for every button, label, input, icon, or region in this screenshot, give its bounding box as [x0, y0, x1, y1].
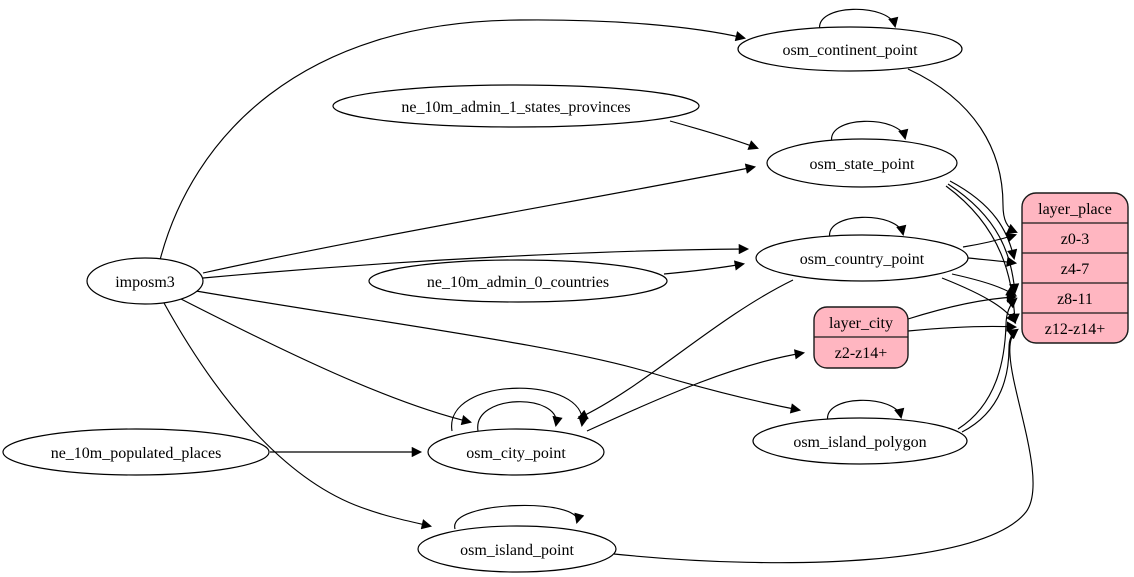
- edge-ne-states-provinces-to-osm-state-point: [669, 120, 759, 150]
- layer-city-row-z2-z14: z2-z14+: [835, 345, 888, 362]
- edge-osm-country-point-to-layer-place-z12: [941, 277, 1017, 324]
- osm-island-point-ellipse: [417, 525, 617, 573]
- edge-imposm3-to-osm-city-point: [180, 298, 473, 426]
- layer-place-box: [1021, 192, 1129, 344]
- edge-osm-continent-point-to-layer-place-z0-3: [907, 68, 1018, 234]
- edge-osm-country-point-to-layer-place-z8-11: [951, 273, 1017, 297]
- node-layer-city: layer_city z2-z14+: [813, 306, 909, 369]
- edge-osm-country-point-to-layer-place-z0-3: [962, 232, 1017, 248]
- edge-imposm3-to-osm-state-point: [202, 163, 757, 274]
- ne-populated-label: ne_10m_populated_places: [51, 445, 222, 462]
- edge-osm-state-point-to-layer-place-z4-7: [949, 180, 1018, 261]
- osm-city-point-label: osm_city_point: [466, 445, 566, 462]
- osm-country-point-ellipse: [755, 234, 969, 282]
- edge-layer-city-to-layer-place-z8-11: [907, 292, 1018, 320]
- osm-island-polygon-ellipse: [752, 417, 968, 465]
- ne-countries-label: ne_10m_admin_0_countries: [427, 274, 609, 291]
- node-ne-10m-admin-0-countries: ne_10m_admin_0_countries: [368, 259, 668, 303]
- edge-group: [159, 8, 1034, 564]
- ne-countries-ellipse: [368, 259, 668, 303]
- edge-imposm3-to-osm-island-point: [163, 302, 433, 530]
- ne-populated-ellipse: [2, 428, 270, 476]
- edge-osm-city-point-to-layer-city-z2: [586, 349, 806, 432]
- imposm3-ellipse: [86, 257, 204, 305]
- self-loop-osm-island-point: [454, 504, 585, 530]
- node-layer-place: layer_place z0-3 z4-7 z8-11 z12-z14+: [1021, 192, 1129, 344]
- self-loop-osm-continent-point: [819, 8, 899, 32]
- imposm3-label: imposm3: [115, 274, 175, 291]
- edge-imposm3-to-osm-continent-point: [159, 19, 747, 261]
- node-ne-10m-populated-places: ne_10m_populated_places: [2, 428, 270, 476]
- osm-island-point-label: osm_island_point: [460, 542, 574, 559]
- edge-imposm3-to-osm-country-point: [202, 243, 750, 279]
- node-osm-island-point: osm_island_point: [417, 525, 617, 573]
- osm-continent-point-ellipse: [737, 26, 963, 72]
- edge-ne-countries-to-osm-country-point: [663, 260, 746, 275]
- node-osm-continent-point: osm_continent_point: [737, 26, 963, 72]
- osm-state-point-label: osm_state_point: [810, 156, 915, 173]
- node-osm-country-point: osm_country_point: [755, 234, 969, 282]
- self-loop-osm-island-polygon: [827, 399, 905, 423]
- ne-states-ellipse: [332, 84, 700, 128]
- self-loop-osm-city-point-inner: [477, 401, 563, 432]
- layer-place-row-z0-3: z0-3: [1061, 231, 1089, 248]
- self-loop-osm-state-point: [831, 120, 909, 144]
- self-loop-osm-city-point-outer: [451, 387, 589, 432]
- edge-osm-state-point-to-layer-place-z8-11: [947, 183, 1020, 295]
- edge-osm-country-point-to-layer-place-z4-7: [967, 256, 1018, 267]
- node-osm-state-point: osm_state_point: [766, 138, 958, 188]
- node-imposm3: imposm3: [86, 257, 204, 305]
- layer-city-title: layer_city: [829, 315, 893, 332]
- node-ne-10m-admin-1-states-provinces: ne_10m_admin_1_states_provinces: [332, 84, 700, 128]
- layer-place-row-z12-z14: z12-z14+: [1045, 321, 1106, 338]
- edge-osm-island-point-to-layer-place-z12: [613, 328, 1034, 564]
- osm-state-point-ellipse: [766, 138, 958, 188]
- node-osm-island-polygon: osm_island_polygon: [752, 417, 968, 465]
- edge-osm-island-polygon-to-layer-place-z8-11: [957, 297, 1018, 430]
- osm-city-point-ellipse: [427, 428, 605, 476]
- self-loop-osm-country-point: [829, 216, 907, 240]
- edge-osm-island-polygon-to-layer-place-z12: [961, 328, 1019, 433]
- node-osm-city-point: osm_city_point: [427, 428, 605, 476]
- edge-imposm3-to-osm-island-polygon: [195, 290, 802, 414]
- edge-osm-country-point-to-osm-city-point: [577, 279, 794, 420]
- osm-country-point-label: osm_country_point: [800, 251, 925, 268]
- layer-place-row-z8-11: z8-11: [1057, 291, 1093, 308]
- ne-states-label: ne_10m_admin_1_states_provinces: [401, 99, 630, 116]
- layer-place-row-z4-7: z4-7: [1061, 261, 1089, 278]
- layer-place-title: layer_place: [1038, 201, 1112, 218]
- edge-layer-city-to-layer-place-z12: [907, 321, 1018, 332]
- osm-island-polygon-label: osm_island_polygon: [793, 434, 926, 451]
- osm-continent-point-label: osm_continent_point: [782, 42, 918, 59]
